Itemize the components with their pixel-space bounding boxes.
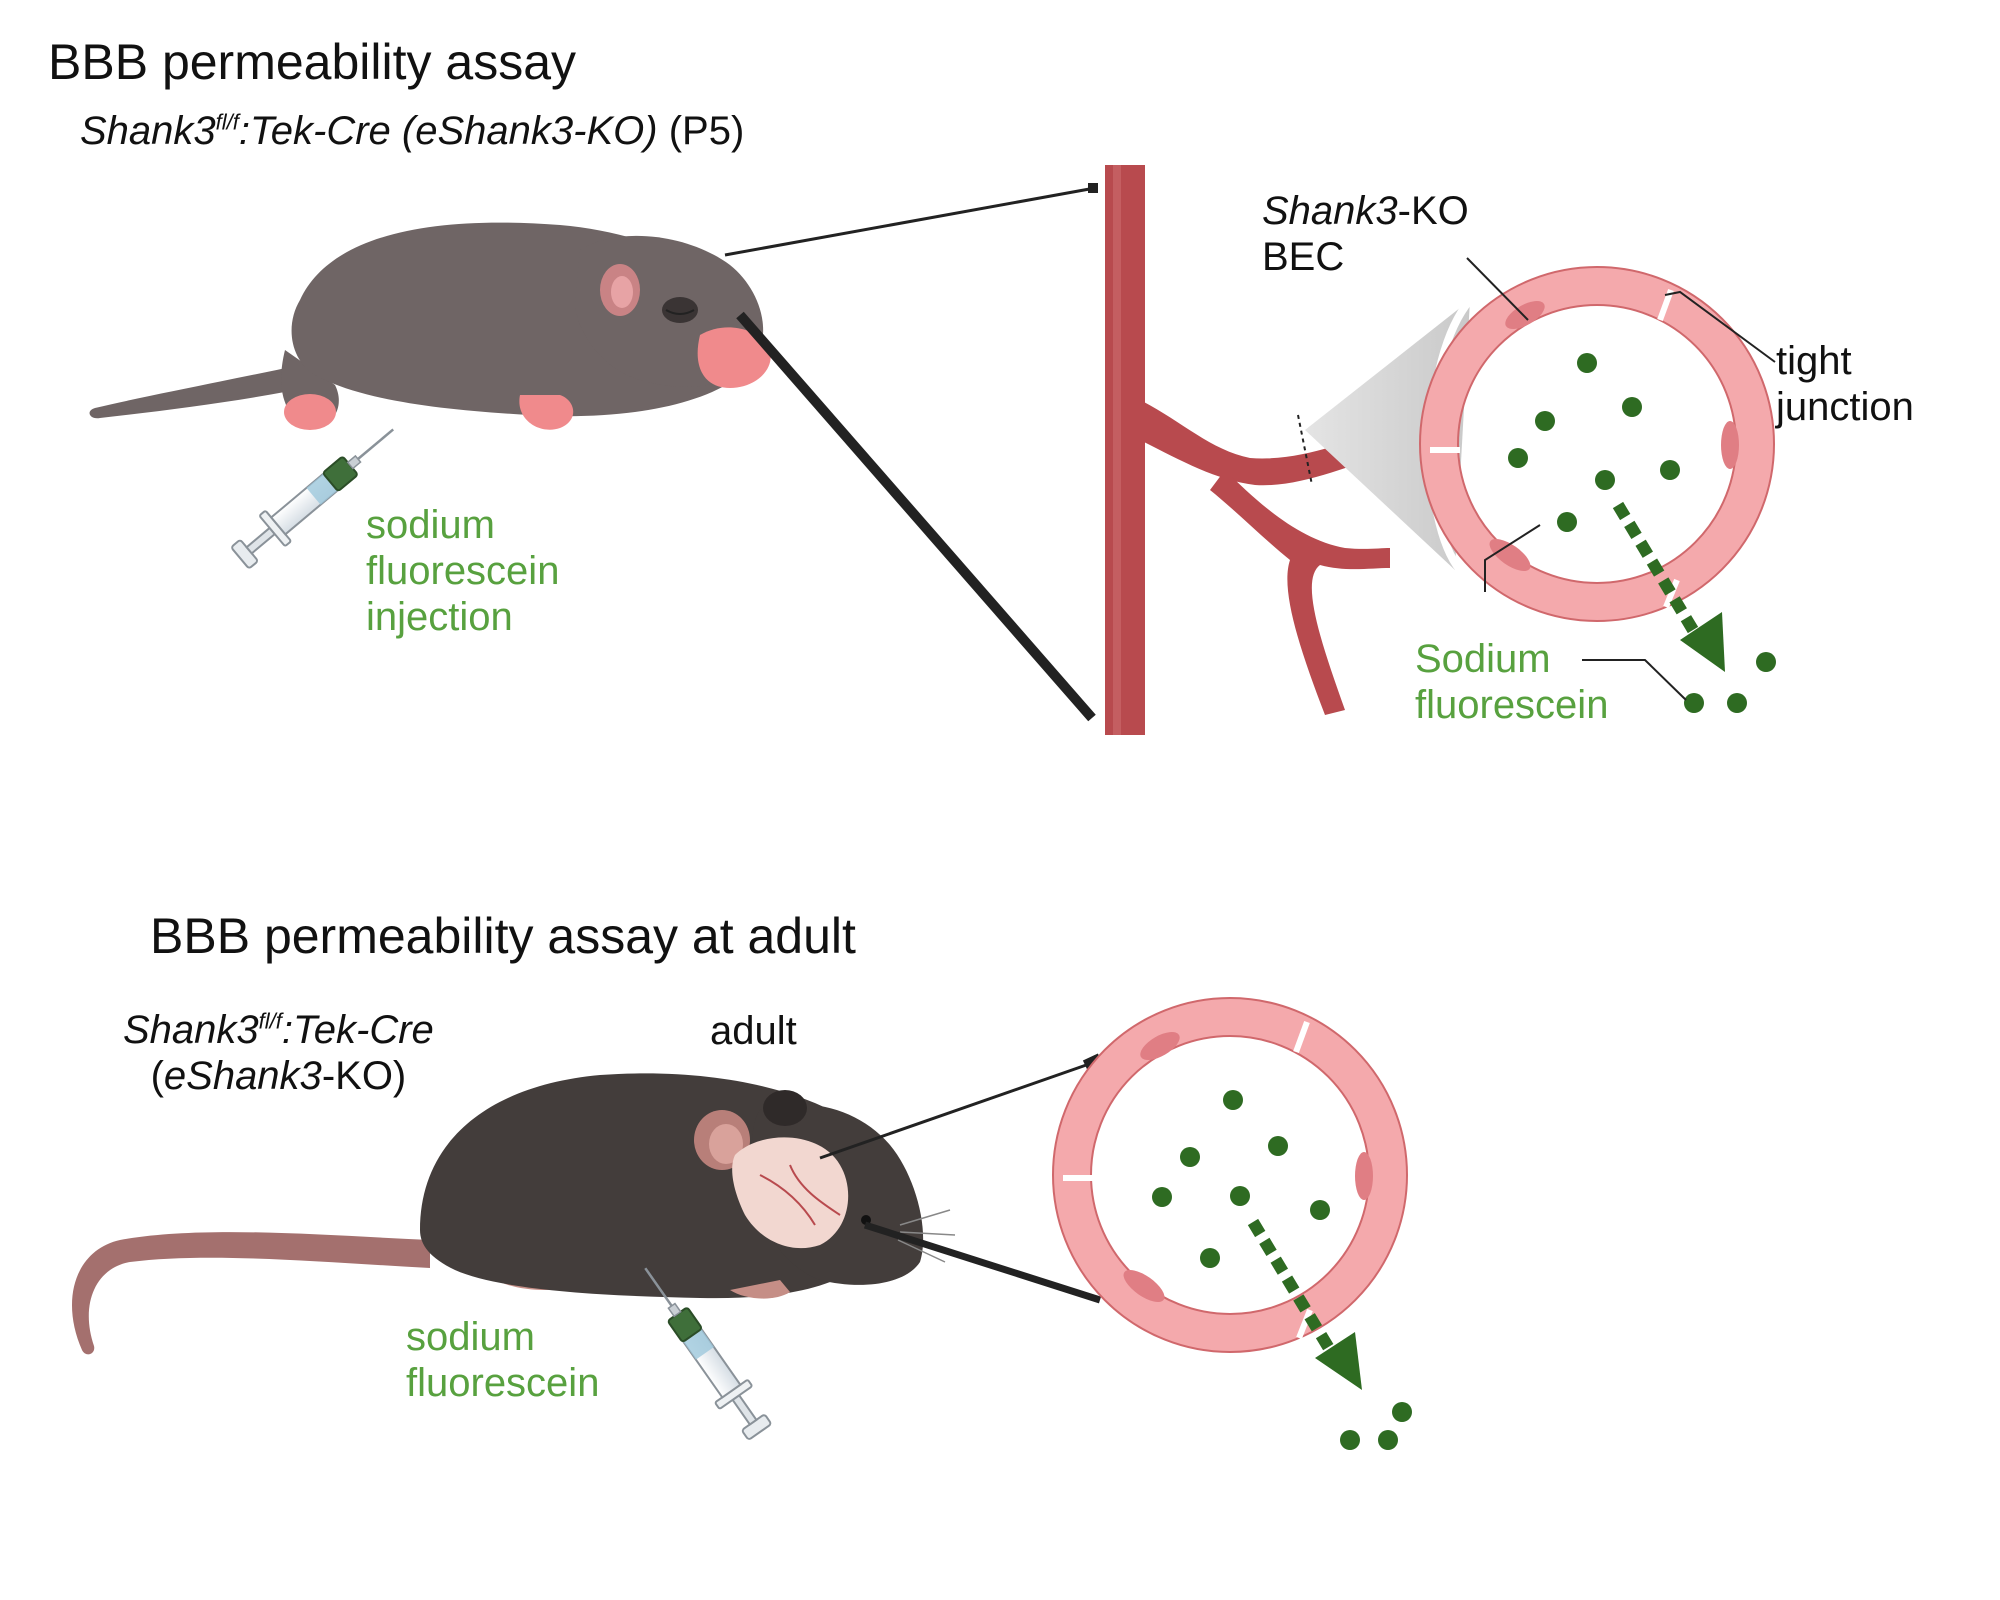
tight-junction-label: tight junction	[1776, 339, 1914, 429]
genotype-cre: :Tek-Cre (eShank3-KO)	[238, 109, 658, 153]
tracer-label: Sodium fluorescein	[1415, 637, 1609, 727]
vessel-cross-section-illustration	[1419, 257, 1776, 713]
blood-vessel-illustration	[1105, 165, 1390, 735]
genotype-age: (P5)	[657, 109, 745, 153]
genotype-gene: Shank3	[80, 109, 216, 153]
genotype-allele: fl/f	[215, 109, 239, 135]
adult-injection-label: sodium fluorescein	[406, 1315, 600, 1405]
adult-mouse-illustration	[71, 1073, 956, 1355]
neonatal-mouse-illustration	[89, 222, 771, 430]
pup-injection-label: sodium fluorescein injection	[366, 503, 560, 639]
top-genotype-label: Shank3fl/f:Tek-Cre (eShank3-KO) (P5)	[80, 108, 744, 154]
bottom-genotype-label: Shank3fl/f:Tek-Cre (eShank3-KO)	[123, 1008, 434, 1098]
bottom-title: BBB permeability assay at adult	[150, 908, 856, 964]
bec-label: Shank3-KO BEC	[1262, 189, 1469, 279]
top-title: BBB permeability assay	[48, 34, 577, 90]
adult-age-label: adult	[710, 1009, 797, 1053]
vessel-cross-section-illustration	[1052, 997, 1412, 1450]
